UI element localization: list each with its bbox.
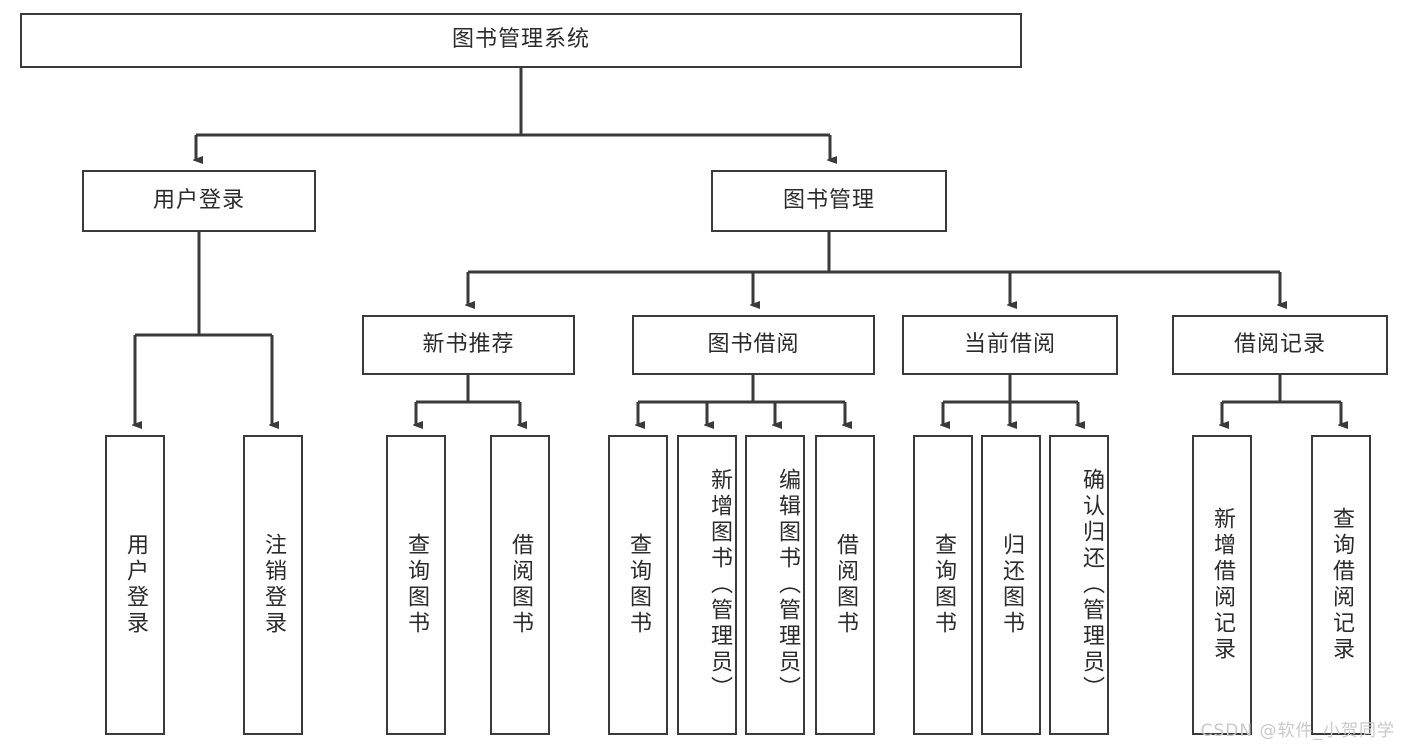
leaf-book-borrow-query-book[interactable]: 查询图书	[608, 435, 668, 735]
leaf-label: 查询图书	[931, 533, 956, 637]
node-borrow-record[interactable]: 借阅记录	[1172, 315, 1388, 375]
csdn-watermark: CSDN @软件_小贺同学	[1200, 721, 1395, 741]
leaf-label: 新增借阅记录	[1210, 507, 1235, 663]
leaf-current-borrow-confirm-return-admin[interactable]: 确认归还（管理员）	[1049, 435, 1109, 735]
leaf-label: 新增图书（管理员）	[707, 468, 732, 702]
leaf-label: 注销登录	[261, 533, 286, 637]
leaf-label: 编辑图书（管理员）	[775, 468, 800, 702]
leaf-current-borrow-query-book[interactable]: 查询图书	[913, 435, 973, 735]
leaf-book-borrow-borrow-book[interactable]: 借阅图书	[815, 435, 875, 735]
leaf-label: 用户登录	[123, 533, 148, 637]
leaf-book-borrow-add-book-admin[interactable]: 新增图书（管理员）	[677, 435, 737, 735]
leaf-borrow-record-add-record[interactable]: 新增借阅记录	[1192, 435, 1252, 735]
leaf-label: 归还图书	[999, 533, 1024, 637]
node-user-login[interactable]: 用户登录	[82, 170, 316, 232]
leaf-user-login-logout[interactable]: 注销登录	[243, 435, 303, 735]
node-root-system[interactable]: 图书管理系统	[20, 13, 1022, 68]
leaf-book-borrow-edit-book-admin[interactable]: 编辑图书（管理员）	[745, 435, 805, 735]
leaf-new-book-borrow-book[interactable]: 借阅图书	[490, 435, 550, 735]
node-book-borrow[interactable]: 图书借阅	[632, 315, 875, 375]
leaf-label: 借阅图书	[508, 533, 533, 637]
leaf-label: 确认归还（管理员）	[1079, 468, 1104, 702]
leaf-current-borrow-return-book[interactable]: 归还图书	[981, 435, 1041, 735]
leaf-borrow-record-query-record[interactable]: 查询借阅记录	[1311, 435, 1371, 735]
leaf-label: 查询借阅记录	[1329, 507, 1354, 663]
leaf-label: 查询图书	[404, 533, 429, 637]
node-current-borrow[interactable]: 当前借阅	[902, 315, 1118, 375]
node-book-management[interactable]: 图书管理	[711, 170, 947, 232]
leaf-label: 借阅图书	[833, 533, 858, 637]
leaf-user-login-login[interactable]: 用户登录	[105, 435, 165, 735]
node-new-book-recommend[interactable]: 新书推荐	[362, 315, 575, 375]
leaf-new-book-query-book[interactable]: 查询图书	[386, 435, 446, 735]
leaf-label: 查询图书	[626, 533, 651, 637]
